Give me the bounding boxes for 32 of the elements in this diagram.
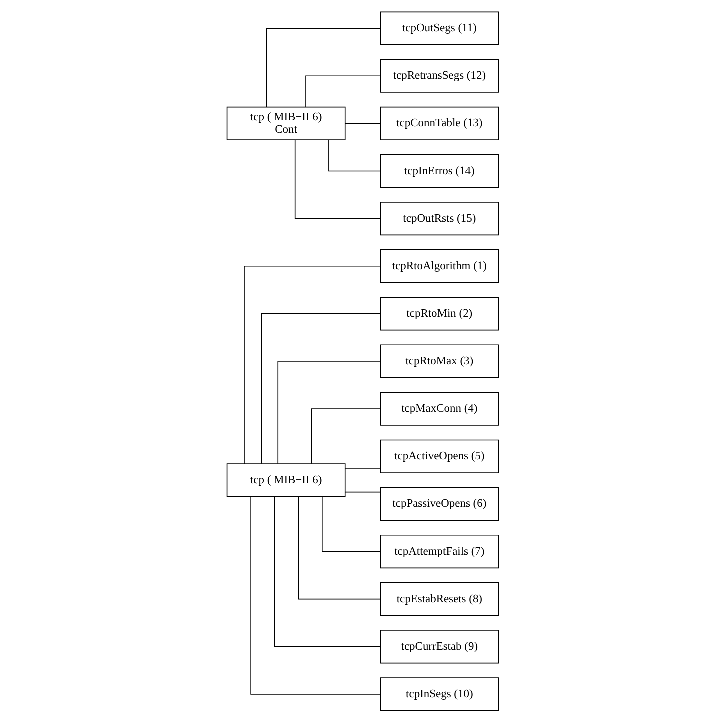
connector [298,496,380,600]
node-box: tcpPassiveOpens (6) [380,487,499,521]
connector [322,496,380,552]
node-box: tcpInSegs (10) [380,678,499,712]
node-box: tcpRtoMax (3) [380,344,499,378]
node-box: tcpMaxConn (4) [380,392,499,426]
node-box: tcpOutRsts (15) [380,202,499,236]
node-box: tcpInErros (14) [380,154,499,188]
connector [260,314,380,464]
connector [344,468,380,469]
node-box: tcpRetransSegs (12) [380,59,499,93]
connector [344,492,380,493]
node-box: tcpConnTable (13) [380,106,499,140]
connector [310,408,380,464]
connector [244,266,380,464]
connector [266,28,381,108]
node-box: tcpActiveOpens (5) [380,440,499,474]
connector [294,140,380,220]
node-box: tcp ( MIB−II 6) [226,464,346,498]
node-box: tcpOutSegs (11) [380,12,499,46]
connector [344,123,380,124]
node-box: tcpEstabResets (8) [380,582,499,616]
node-box: tcpAttemptFails (7) [380,534,499,569]
connector [277,361,380,464]
connector [250,496,380,695]
node-box: tcpRtoMin (2) [380,297,499,331]
node-box: tcpRtoAlgorithm (1) [380,250,499,284]
connector [305,76,380,108]
node-box: tcp ( MIB−II 6) Cont [226,106,346,140]
connector [328,140,380,172]
connector [274,496,380,648]
node-box: tcpCurrEstab (9) [380,630,499,664]
